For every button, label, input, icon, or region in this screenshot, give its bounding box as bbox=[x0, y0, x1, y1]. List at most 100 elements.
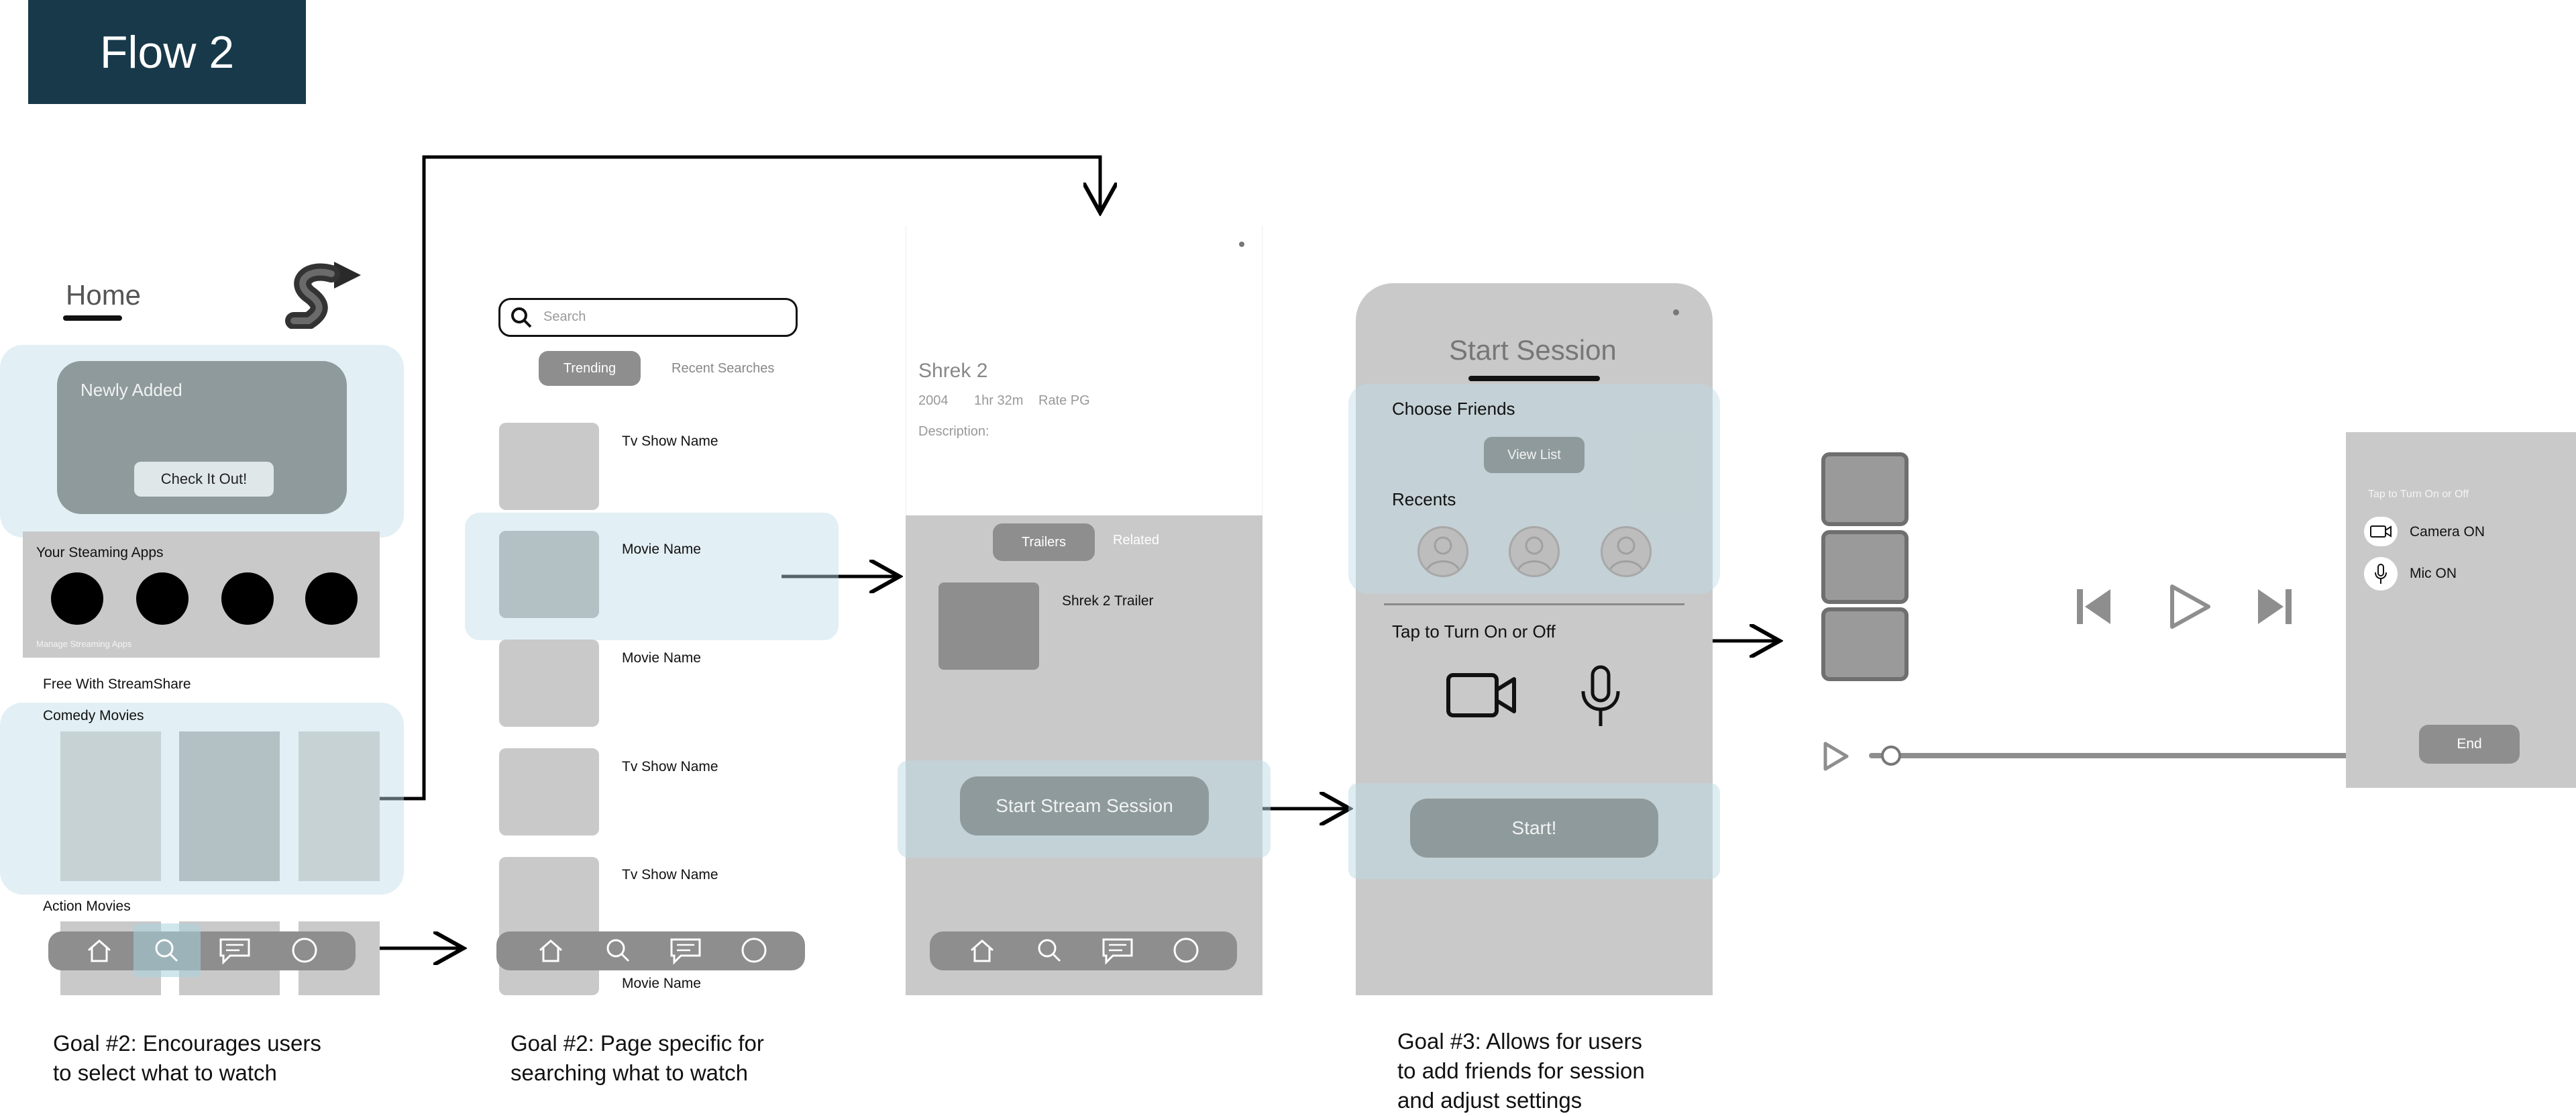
profile-icon[interactable] bbox=[1169, 933, 1203, 968]
mic-icon bbox=[2375, 564, 2387, 584]
comedy-tile[interactable] bbox=[60, 731, 161, 881]
tab-recent-searches[interactable]: Recent Searches bbox=[672, 361, 775, 376]
caption-line: Goal #2: Encourages users bbox=[53, 1031, 321, 1056]
mic-toggle[interactable] bbox=[2364, 557, 2398, 591]
streaming-app-icon[interactable] bbox=[136, 572, 189, 625]
recent-friend-avatar[interactable] bbox=[1509, 526, 1560, 577]
view-list-label: View List bbox=[1507, 447, 1561, 462]
trailer-name[interactable]: Shrek 2 Trailer bbox=[1062, 593, 1154, 609]
camera-icon bbox=[2370, 525, 2392, 538]
participant-tile bbox=[1821, 607, 1909, 681]
search-placeholder: Search bbox=[543, 309, 586, 324]
chat-icon[interactable] bbox=[217, 933, 252, 968]
progress-handle[interactable] bbox=[1881, 746, 1901, 766]
session-divider bbox=[1384, 603, 1684, 605]
recents-label: Recents bbox=[1392, 489, 1456, 509]
camera-toggle[interactable] bbox=[2364, 517, 2398, 546]
tab-trending[interactable]: Trending bbox=[539, 351, 641, 386]
tab-related[interactable]: Related bbox=[1113, 533, 1159, 548]
nav-search-highlight bbox=[133, 923, 201, 977]
arrow-comedy-to-detail bbox=[366, 155, 1100, 801]
camera-status: Camera ON bbox=[2410, 524, 2485, 540]
result-thumbnail[interactable] bbox=[499, 531, 599, 618]
trailer-thumbnail[interactable] bbox=[938, 582, 1039, 670]
manage-apps-link[interactable]: Manage Streaming Apps bbox=[36, 639, 132, 649]
result-thumbnail[interactable] bbox=[499, 423, 599, 510]
mini-play-icon[interactable] bbox=[1820, 740, 1852, 773]
streaming-app-icon[interactable] bbox=[51, 572, 103, 625]
goal-caption-search: Goal #2: Page specific for searching wha… bbox=[511, 1029, 764, 1088]
skip-back-icon[interactable] bbox=[2073, 585, 2116, 628]
participant-tile bbox=[1821, 452, 1909, 526]
search-icon[interactable] bbox=[149, 933, 184, 968]
panel-hint: Tap to Turn On or Off bbox=[2368, 489, 2469, 500]
newly-added-label: Newly Added bbox=[80, 380, 182, 400]
tap-toggle-label: Tap to Turn On or Off bbox=[1392, 621, 1556, 642]
skip-forward-icon[interactable] bbox=[2253, 585, 2296, 628]
streaming-app-icon[interactable] bbox=[221, 572, 274, 625]
caption-line: searching what to watch bbox=[511, 1060, 749, 1085]
result-thumbnail[interactable] bbox=[499, 857, 599, 995]
home-icon[interactable] bbox=[533, 933, 568, 968]
result-title[interactable]: Movie Name bbox=[622, 542, 701, 557]
tab-trailers[interactable]: Trailers bbox=[993, 523, 1095, 561]
end-label: End bbox=[2457, 736, 2482, 752]
result-title[interactable]: Tv Show Name bbox=[622, 434, 718, 449]
goal-caption-session: Goal #3: Allows for users to add friends… bbox=[1397, 1027, 1645, 1115]
session-title: Start Session bbox=[1449, 334, 1617, 366]
search-input[interactable] bbox=[498, 298, 798, 337]
search-icon[interactable] bbox=[600, 933, 635, 968]
result-thumbnail[interactable] bbox=[499, 640, 599, 727]
start-label: Start! bbox=[1511, 817, 1557, 838]
chat-icon[interactable] bbox=[1100, 933, 1135, 968]
detail-description: Description: bbox=[918, 424, 989, 439]
mic-status: Mic ON bbox=[2410, 566, 2457, 581]
tab-trending-label: Trending bbox=[563, 360, 616, 376]
play-icon[interactable] bbox=[2165, 581, 2214, 632]
result-title[interactable]: Tv Show Name bbox=[622, 759, 718, 774]
caption-line: Goal #3: Allows for users bbox=[1397, 1029, 1642, 1054]
camera-icon[interactable] bbox=[1446, 670, 1518, 721]
comedy-tile[interactable] bbox=[179, 731, 280, 881]
progress-track[interactable] bbox=[1869, 753, 2348, 758]
flow-title-banner: Flow 2 bbox=[28, 0, 306, 104]
comedy-tile[interactable] bbox=[299, 731, 380, 881]
search-icon[interactable] bbox=[1032, 933, 1067, 968]
result-title[interactable]: Movie Name bbox=[622, 976, 701, 991]
start-stream-label: Start Stream Session bbox=[996, 795, 1173, 816]
recent-friend-avatar[interactable] bbox=[1417, 526, 1468, 577]
session-camera-dot bbox=[1673, 309, 1679, 315]
profile-icon[interactable] bbox=[287, 933, 322, 968]
flow-title: Flow 2 bbox=[99, 26, 235, 78]
start-stream-button[interactable]: Start Stream Session bbox=[960, 776, 1209, 835]
check-it-out-button[interactable]: Check It Out! bbox=[134, 462, 274, 497]
streaming-apps-label: Your Steaming Apps bbox=[36, 545, 164, 560]
result-thumbnail[interactable] bbox=[499, 748, 599, 835]
detail-year: 2004 bbox=[918, 393, 949, 408]
search-icon bbox=[511, 307, 532, 328]
profile-icon[interactable] bbox=[737, 933, 771, 968]
start-button[interactable]: Start! bbox=[1410, 799, 1658, 858]
home-icon[interactable] bbox=[82, 933, 117, 968]
detail-top-panel bbox=[906, 225, 1263, 515]
result-title[interactable]: Movie Name bbox=[622, 650, 701, 666]
detail-title: Shrek 2 bbox=[918, 360, 988, 382]
caption-line: Goal #2: Page specific for bbox=[511, 1031, 764, 1056]
home-title: Home bbox=[66, 279, 142, 311]
recent-friend-avatar[interactable] bbox=[1601, 526, 1652, 577]
mic-icon[interactable] bbox=[1578, 664, 1623, 729]
session-title-underline bbox=[1468, 376, 1600, 381]
result-title[interactable]: Tv Show Name bbox=[622, 867, 718, 882]
home-icon[interactable] bbox=[965, 933, 1000, 968]
chat-icon[interactable] bbox=[668, 933, 703, 968]
streamshare-logo bbox=[285, 262, 361, 329]
end-button[interactable]: End bbox=[2419, 725, 2520, 764]
tab-trailers-label: Trailers bbox=[1022, 534, 1066, 550]
view-list-button[interactable]: View List bbox=[1484, 437, 1585, 473]
streaming-app-icon[interactable] bbox=[305, 572, 358, 625]
goal-caption-home: Goal #2: Encourages users to select what… bbox=[53, 1029, 321, 1088]
choose-friends-label: Choose Friends bbox=[1392, 399, 1515, 419]
action-label: Action Movies bbox=[43, 899, 131, 914]
comedy-label: Comedy Movies bbox=[43, 708, 144, 723]
